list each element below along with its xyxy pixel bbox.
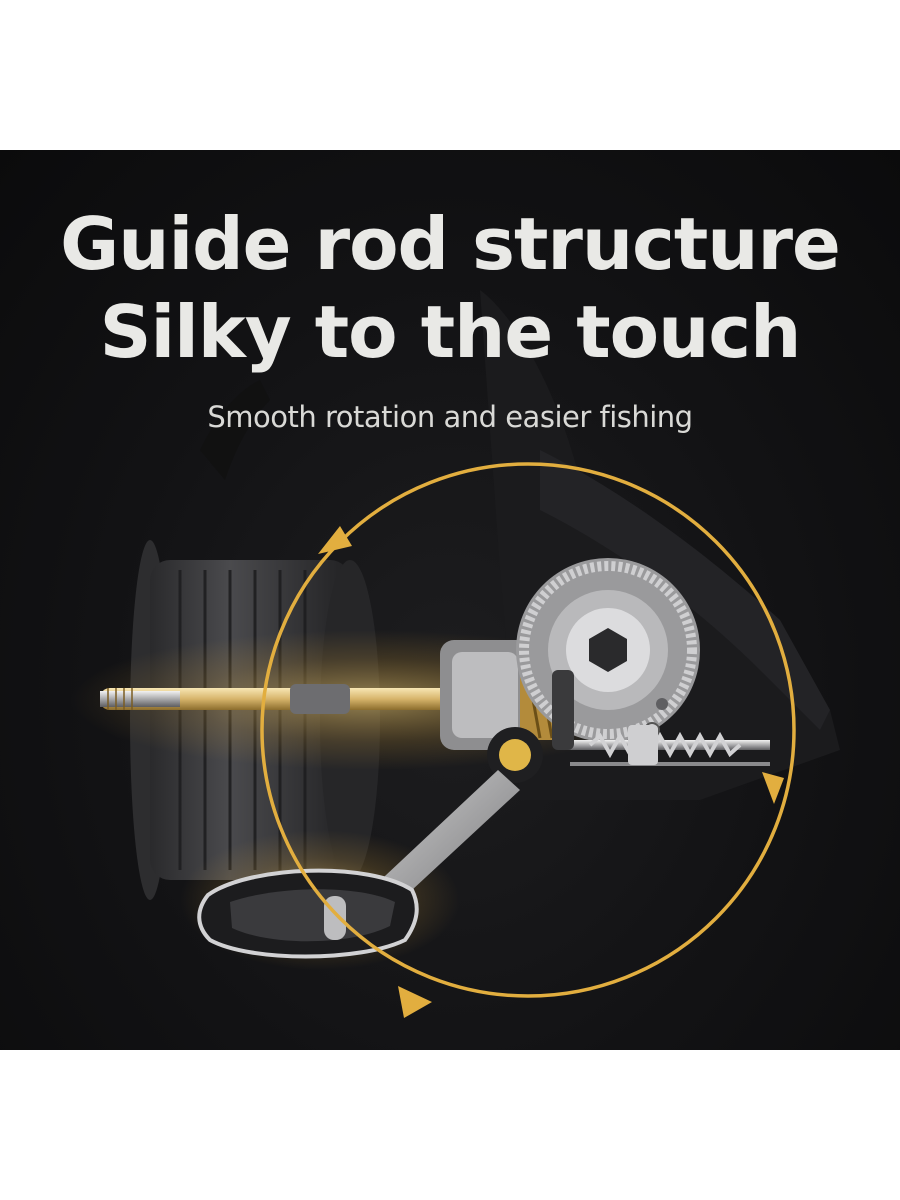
handle <box>197 727 543 959</box>
headline-line-1: Guide rod structure <box>60 202 841 286</box>
top-white-margin <box>0 0 900 150</box>
subheadline: Smooth rotation and easier fishing <box>207 400 693 434</box>
headline-line-2: Silky to the touch <box>99 290 802 374</box>
rotation-arrow-icon <box>318 526 352 554</box>
rotation-arrow-icon <box>762 772 784 804</box>
rotation-indicator <box>260 462 796 1018</box>
bottom-white-margin <box>0 1050 900 1200</box>
reel-cutaway-illustration <box>70 290 840 1018</box>
feature-banner: Guide rod structure Silky to the touch S… <box>0 150 900 1050</box>
rotation-arrow-icon <box>398 986 432 1018</box>
drive-gear <box>516 558 700 742</box>
main-shaft <box>100 684 540 714</box>
guide-rod-spring <box>552 670 770 766</box>
